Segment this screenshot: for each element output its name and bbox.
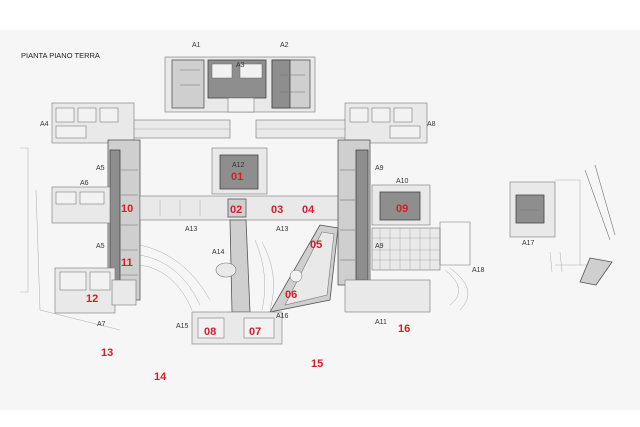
room-number-15: 15 (311, 358, 323, 370)
block-a15 (191, 311, 283, 345)
room-number-11: 11 (121, 257, 133, 269)
room-number-08: 08 (204, 326, 216, 338)
west-wing (107, 139, 141, 301)
room-number-07: 07 (249, 326, 261, 338)
block-a11 (344, 279, 431, 313)
label-a10: A10 (396, 178, 409, 185)
label-a11: A11 (375, 319, 387, 326)
room-number-14: 14 (154, 371, 167, 383)
label-a7: A7 (97, 321, 106, 328)
room-number-09: 09 (396, 203, 408, 215)
plan-title: PIANTA PIANO TERRA (21, 51, 100, 60)
east-hall (371, 227, 441, 271)
site-boundary-line (35, 189, 121, 331)
central-corridor (139, 195, 341, 221)
site-boundary-left (20, 147, 29, 293)
block-a17 (509, 164, 616, 286)
label-a6: A6 (80, 180, 89, 187)
label-a3: A3 (236, 62, 245, 69)
label-a18: A18 (472, 267, 485, 274)
room-number-04: 04 (302, 204, 315, 216)
label-a1: A1 (192, 42, 201, 49)
label-a5-top: A5 (96, 165, 105, 172)
block-a7 (54, 267, 137, 314)
block-a8 (344, 102, 428, 144)
block-a4 (51, 102, 135, 144)
room-number-10: 10 (121, 203, 133, 215)
room-number-03: 03 (271, 204, 283, 216)
label-a16: A16 (276, 313, 289, 320)
label-a9-top: A9 (375, 165, 384, 172)
room-number-05: 05 (310, 239, 322, 251)
rotunda (215, 262, 237, 278)
label-a15: A15 (176, 323, 189, 330)
block-a12 (211, 147, 268, 195)
block-a6 (51, 186, 111, 224)
label-a9-bottom: A9 (375, 243, 384, 250)
room-number-06: 06 (285, 289, 297, 301)
block-a1-a3 (164, 56, 316, 113)
room-number-01: 01 (231, 171, 243, 183)
wing-a16 (269, 224, 339, 313)
label-a17: A17 (522, 240, 535, 247)
room-number-16: 16 (398, 323, 410, 335)
room-number-12: 12 (86, 293, 98, 305)
label-a14: A14 (212, 249, 225, 256)
label-a13-left: A13 (185, 226, 198, 233)
label-a8: A8 (427, 121, 436, 128)
label-a2: A2 (280, 42, 289, 49)
room-number-13: 13 (101, 347, 113, 359)
block-a10 (371, 184, 431, 226)
east-wing (337, 139, 371, 286)
label-a12: A12 (232, 162, 245, 169)
label-a5-bottom: A5 (96, 243, 105, 250)
label-a13-right: A13 (276, 226, 289, 233)
block-a18 (439, 221, 471, 266)
label-a4: A4 (40, 121, 49, 128)
room-number-02: 02 (230, 204, 242, 216)
